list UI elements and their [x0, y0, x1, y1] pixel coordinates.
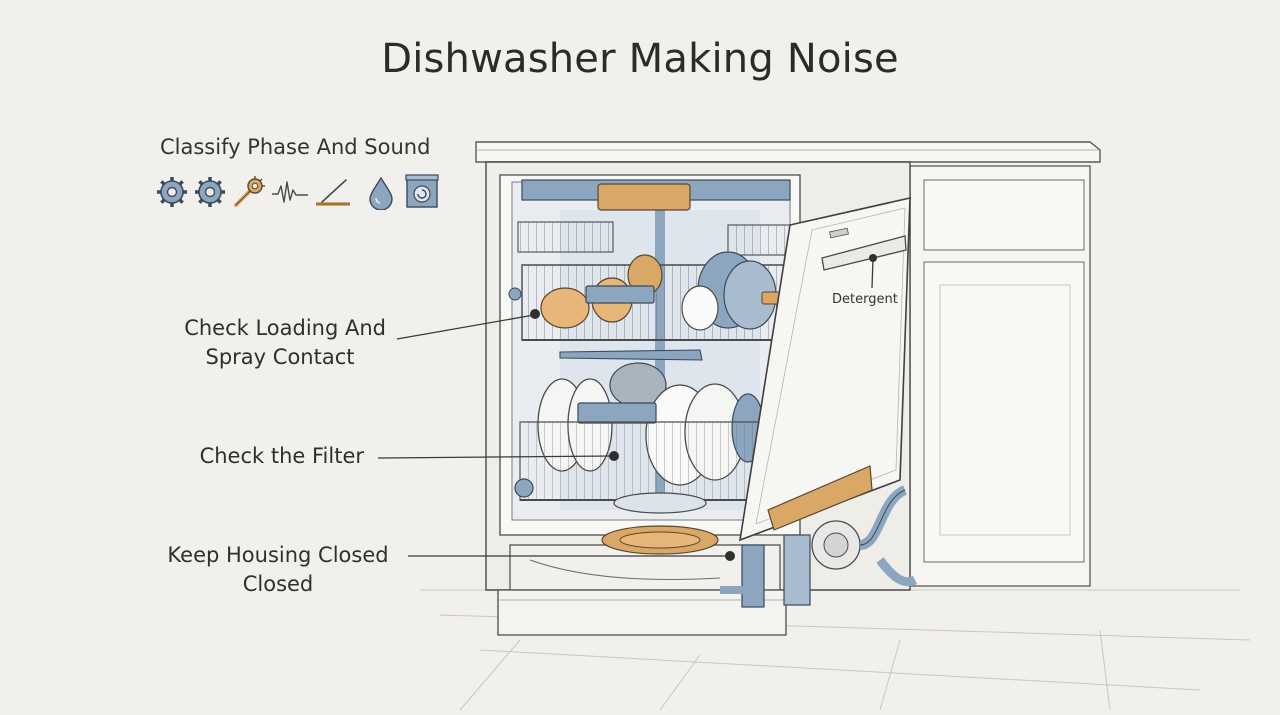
detergent-callout-line [871, 257, 874, 289]
gear-icon [157, 177, 187, 207]
upper-rack [508, 221, 791, 361]
classify-icon-row [157, 174, 439, 210]
wrench-icon [234, 176, 265, 207]
housing-callout-dot [725, 551, 735, 561]
loading-callout-dot [530, 309, 540, 319]
pipes [720, 485, 918, 608]
filter-callout-label: Check the Filter [199, 444, 364, 468]
lower-rack [514, 362, 791, 514]
loading-callout-line-2: Spray Contact [205, 345, 355, 369]
loading-callout-line [396, 314, 535, 340]
filter-callout-dot [609, 451, 619, 461]
classify-heading: Classify Phase And Sound [160, 135, 431, 159]
housing-callout-line-2: Closed [242, 572, 314, 596]
dishwasher-door [738, 196, 911, 542]
right-cabinet [909, 165, 1091, 587]
countertop [475, 141, 1101, 163]
pump-housing-icon [405, 174, 439, 208]
loading-callout-label: Check Loading And Spray Contact [150, 314, 386, 372]
sound-wave-icon [272, 181, 308, 203]
housing-callout-label: Keep Housing Closed Closed [150, 541, 406, 599]
water-drop-icon [369, 176, 393, 210]
page-title: Dishwasher Making Noise [381, 36, 899, 82]
detergent-label: Detergent [832, 292, 898, 307]
housing-callout-line-1: Keep Housing Closed [167, 543, 389, 567]
callout-lines [377, 257, 874, 561]
loading-callout-line-1: Check Loading And [184, 316, 386, 340]
filter-callout-line [377, 455, 613, 459]
slanted-line-icon [316, 179, 350, 206]
gear-icon [195, 177, 225, 207]
